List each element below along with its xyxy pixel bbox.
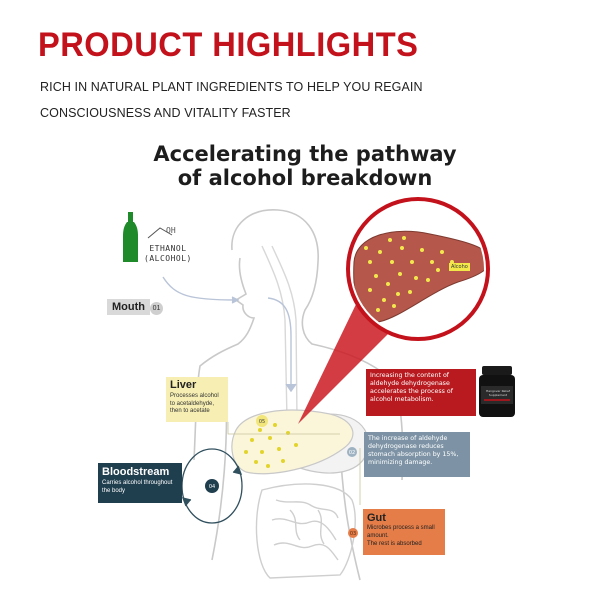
diagram-title: Accelerating the pathway of alcohol brea… (140, 142, 470, 190)
subtitle-line-1: RICH IN NATURAL PLANT INGREDIENTS TO HEL… (40, 80, 423, 94)
intestines (255, 483, 356, 579)
supplement-bottle-label: Hangover Relief Supplement (486, 389, 510, 397)
bloodstream-info-title: Bloodstream (102, 466, 170, 478)
ethanol-label-line-1: ETHANOL (149, 244, 187, 253)
magnifier-beam (298, 296, 392, 424)
diagram-title-line-2: of alcohol breakdown (177, 166, 433, 190)
diagram-title-line-1: Accelerating the pathway (153, 142, 457, 166)
mouth-label: Mouth (107, 299, 150, 315)
alcohol-tag: Alcoho (449, 263, 470, 271)
ethanol-oh-label: OH (166, 226, 176, 235)
step-marker-05 (256, 415, 268, 427)
liver-info-description: Processes alcohol to acetaldehyde, then … (170, 393, 219, 414)
gut-info-title: Gut (367, 512, 386, 524)
gut-info-description-line-2: The rest is absorbed (367, 541, 422, 547)
ethanol-molecule (147, 227, 173, 239)
closeup-alcohol-dots (364, 236, 454, 312)
mouth-step-badge: 01 (150, 302, 163, 315)
bloodstream-info-box: Bloodstream Carries alcohol throughout t… (98, 463, 182, 503)
step-marker-04 (205, 479, 219, 493)
ethanol-label: ETHANOL (ALCOHOL) (144, 244, 192, 264)
liver-info-title: Liver (170, 379, 197, 391)
page-title: PRODUCT HIGHLIGHTS (38, 26, 419, 64)
supplement-bottle-icon (479, 366, 515, 417)
step-marker-02 (347, 447, 357, 457)
subtitle-line-2: CONSCIOUSNESS AND VITALITY FASTER (40, 106, 291, 120)
liver-info-box: Liver Processes alcohol to acetaldehyde,… (166, 377, 228, 422)
enzyme-note-box: Increasing the content of aldehyde dehyd… (366, 369, 476, 416)
step-label-04: 04 (209, 484, 215, 490)
absorption-note-box: The increase of aldehyde dehydrogenase r… (364, 432, 470, 477)
step-marker-03 (348, 528, 358, 538)
esophagus (261, 245, 298, 421)
gut-info-box: Gut Microbes process a small amount. The… (363, 509, 445, 555)
ethanol-label-line-2: (ALCOHOL) (144, 254, 192, 263)
step-label-05: 05 (259, 419, 265, 425)
step-label-02: 02 (349, 450, 355, 456)
green-bottle-icon (123, 212, 138, 262)
bloodstream-info-description: Carries alcohol throughout the body (102, 480, 173, 494)
step-label-03: 03 (350, 531, 356, 537)
guide-lines (227, 422, 361, 505)
gut-info-description-line-1: Microbes process a small amount. (367, 525, 435, 539)
bloodstream-loop (181, 448, 243, 524)
